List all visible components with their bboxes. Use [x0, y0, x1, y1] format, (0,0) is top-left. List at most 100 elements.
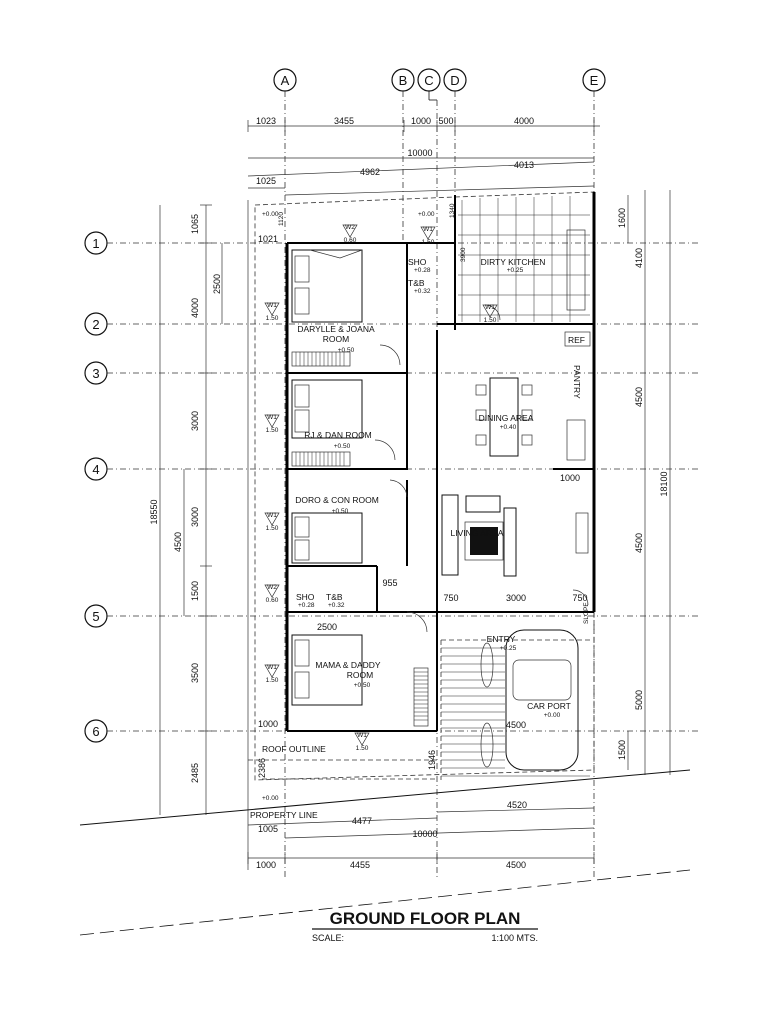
window-tag-4: W1: [267, 512, 277, 519]
shower-1: SHO: [408, 257, 427, 267]
dim-1000b: 1000: [258, 719, 278, 729]
beds: [291, 249, 363, 706]
tb-2: T&B: [326, 592, 343, 602]
dim-right-18100: 18100: [659, 471, 669, 496]
dim-bot-1000: 1000: [256, 860, 276, 870]
bottom-dimensions: 1005 4477 4520 10000 1000 4455 4500: [247, 800, 595, 870]
level-sho1: +0.28: [414, 267, 431, 274]
dim-right-4500a: 4500: [634, 387, 644, 407]
grid-row-5: 5: [92, 609, 99, 624]
dim-bot-10000: 10000: [412, 829, 437, 839]
dim-left-18550: 18550: [149, 499, 159, 524]
dim-4500-inner: 4500: [506, 720, 526, 730]
dim-1120: 1120: [278, 212, 285, 226]
dim-top-4000: 4000: [514, 116, 534, 126]
dim-bot-4520: 4520: [507, 800, 527, 810]
dim-bot-4477: 4477: [352, 816, 372, 826]
window-tag-3: W1: [267, 414, 277, 421]
scale-value: 1:100 MTS.: [491, 933, 538, 943]
dim-left-1065: 1065: [190, 214, 200, 234]
level-sho2: +0.28: [298, 602, 315, 609]
level-ext-2: +0.00: [418, 211, 435, 218]
level-tb2: +0.32: [328, 602, 345, 609]
dim-right-5000: 5000: [634, 690, 644, 710]
level-r1: +0.50: [338, 347, 355, 354]
room-dirty-kitchen: DIRTY KITCHEN: [481, 257, 546, 267]
level-r3: +0.50: [332, 508, 349, 515]
dim-left-4000: 4000: [190, 298, 200, 318]
title-block: GROUND FLOOR PLAN SCALE: 1:100 MTS.: [312, 909, 538, 943]
room-daryelle-joana-2: ROOM: [323, 334, 349, 344]
dining-set: [475, 377, 533, 457]
dim-left-3000a: 3000: [190, 411, 200, 431]
living-set: [441, 494, 589, 577]
dim-top-500: 500: [438, 116, 453, 126]
slope-label: SLOPE: [583, 602, 590, 624]
dim-955: 955: [382, 578, 397, 588]
dim-right-4500b: 4500: [634, 533, 644, 553]
window-size-2: 0.60: [344, 237, 357, 244]
room-entry: ENTRY: [487, 634, 516, 644]
dim-left-4500: 4500: [173, 532, 183, 552]
dim-2500: 2500: [317, 622, 337, 632]
dim-750b: 750: [572, 593, 587, 603]
room-daryelle-joana: DARYLLE & JOANA: [297, 324, 375, 334]
grid-row-6: 6: [92, 724, 99, 739]
window-size-6: 1.50: [356, 745, 369, 752]
room-mama-daddy: MAMA & DADDY: [315, 660, 381, 670]
outlines: [79, 191, 691, 936]
room-dining: DINING AREA: [479, 413, 534, 423]
window-tag-2: W2: [345, 224, 355, 231]
level-ext-1: +0.00: [262, 211, 279, 218]
level-dining: +0.40: [500, 424, 517, 431]
dim-bot-4455: 4455: [350, 860, 370, 870]
pantry-label: PANTRY: [572, 365, 582, 399]
dim-top-10000: 10000: [407, 148, 432, 158]
dim-left-1500: 1500: [190, 581, 200, 601]
top-dimensions: 1023 3455 1000 500 4000 10000 4962 4013 …: [247, 116, 600, 196]
dim-top-1023: 1023: [256, 116, 276, 126]
window-size-9: 1.50: [422, 239, 435, 246]
level-entry: +0.25: [500, 645, 517, 652]
ref-label: REF: [568, 335, 585, 345]
grid-col-b: B: [399, 73, 408, 88]
doors: [374, 304, 589, 633]
dim-top-3455: 3455: [334, 116, 354, 126]
dim-1340: 1340: [449, 203, 456, 218]
window-tag-7: W2: [267, 584, 277, 591]
dim-750a: 750: [443, 593, 458, 603]
level-carport: +0.00: [544, 712, 561, 719]
carport-vehicles: [440, 629, 590, 780]
window-tag-5: W1: [267, 664, 277, 671]
dim-left-2500: 2500: [212, 274, 222, 294]
level-tb1: +0.32: [414, 288, 431, 295]
room-carport: CAR PORT: [527, 701, 571, 711]
dim-top-1025: 1025: [256, 176, 276, 186]
dim-3900: 3900: [460, 247, 467, 262]
grid-col-e: E: [590, 73, 599, 88]
dim-3000: 3000: [506, 593, 526, 603]
window-size-7: 0.60: [266, 597, 279, 604]
window-tag-8: W1: [485, 304, 495, 311]
window-size-4: 1.50: [266, 525, 279, 532]
grid-col-a: A: [281, 73, 290, 88]
inner-dimensions: 1021 1120 1340 3900 955 2500 750 3000 75…: [258, 203, 588, 730]
closets: [291, 351, 429, 727]
level-r4: +0.50: [354, 682, 371, 689]
window-size-8: 1.50: [484, 317, 497, 324]
window-tags: W11.50 W20.60 W11.50 W11.50 W11.50 W11.5…: [264, 224, 498, 752]
dim-left-2485: 2485: [190, 763, 200, 783]
room-living: LIVING AREA: [451, 528, 504, 538]
dim-bot-1005: 1005: [258, 824, 278, 834]
tb-1: T&B: [408, 278, 425, 288]
room-mama-daddy-2: ROOM: [347, 670, 373, 680]
grid-col-c: C: [424, 73, 433, 88]
dim-left-3500: 3500: [190, 663, 200, 683]
window-tag-1: W1: [267, 302, 277, 309]
dim-top-1000: 1000: [411, 116, 431, 126]
level-ext-3: +0.00: [262, 795, 279, 802]
level-r2: +0.50: [334, 443, 351, 450]
grid-row-markers: 1 2 3 4 5 6: [84, 231, 700, 743]
plan-title: GROUND FLOOR PLAN: [330, 909, 521, 928]
